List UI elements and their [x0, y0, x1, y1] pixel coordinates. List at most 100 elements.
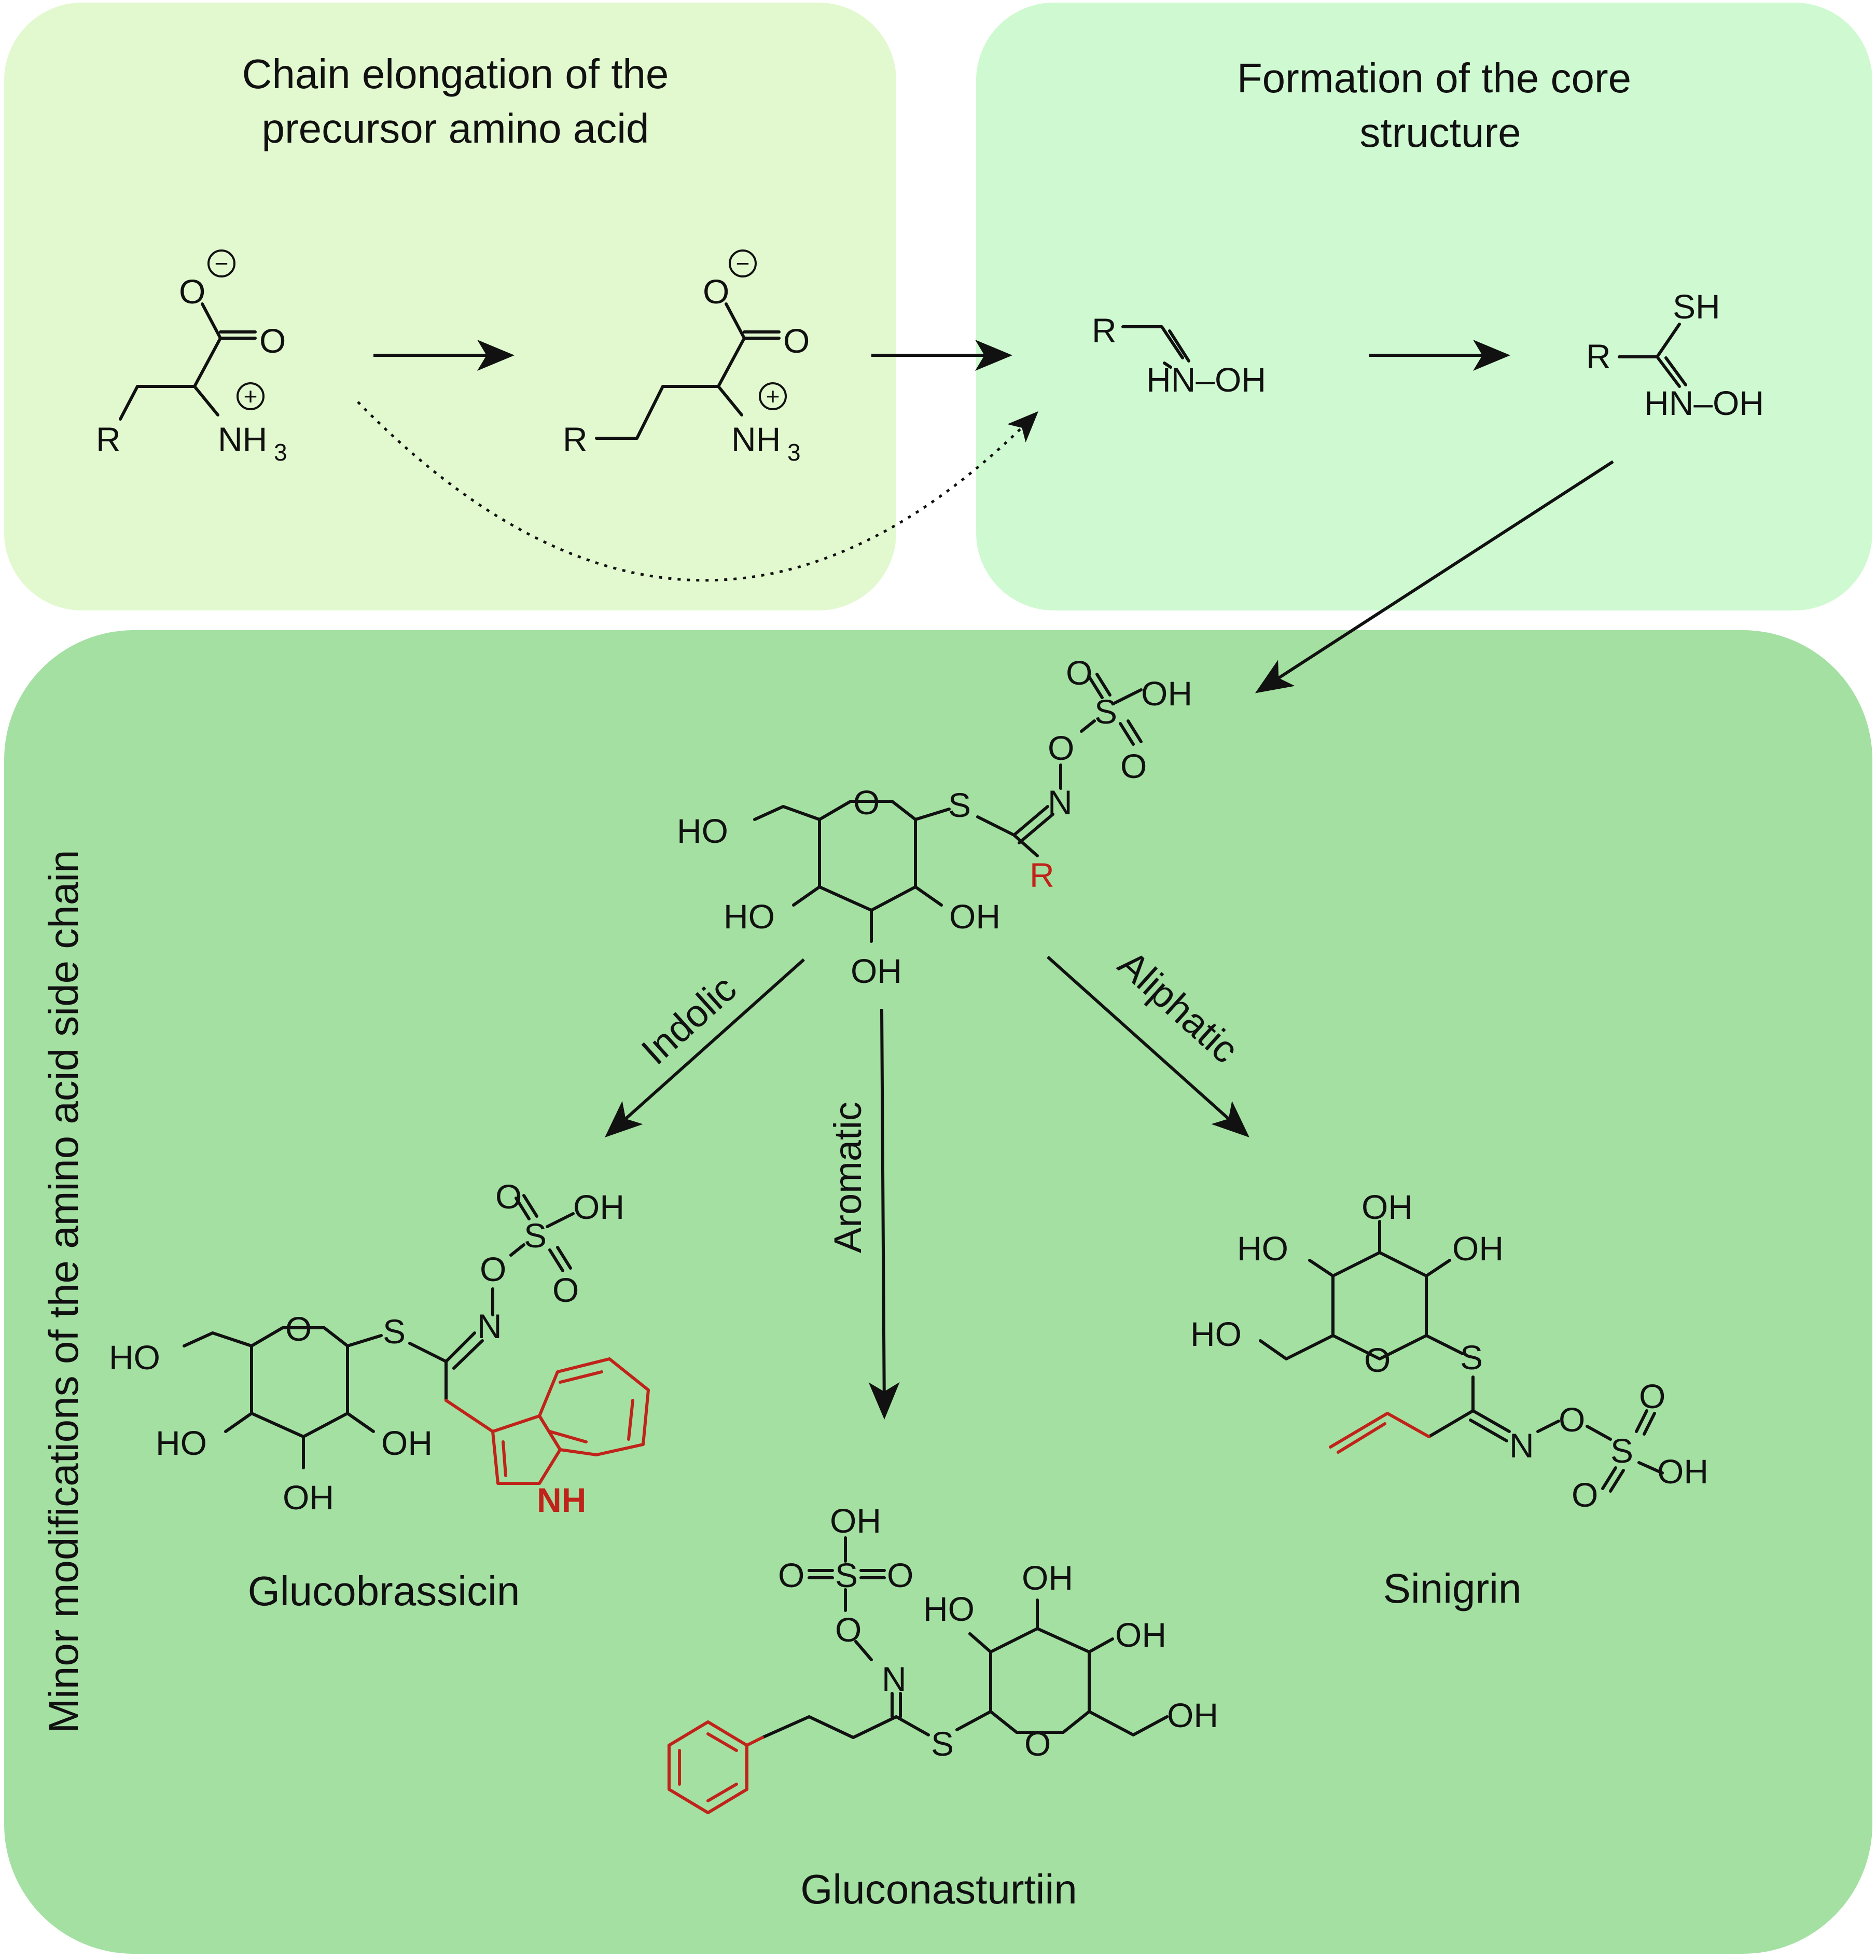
atom-S: S — [524, 1216, 547, 1255]
atom-N: N — [477, 1307, 502, 1345]
gluconasturtiin-structure: OH O S O O N S O HO OH OH OH — [668, 1502, 1218, 1814]
atom-OH: OH — [1141, 674, 1192, 713]
charge-minus-icon: − — [215, 250, 229, 277]
panel-title-core-structure-2: structure — [1359, 109, 1521, 156]
atom-O: O — [1364, 1341, 1391, 1379]
core-glucosinolate: O S N O S O OH O R HO HO OH OH — [677, 654, 1192, 990]
atom-OH: OH — [1022, 1559, 1073, 1597]
atom-S: S — [1610, 1431, 1633, 1470]
atom-NH3: NH — [731, 420, 781, 458]
atom-OH: OH — [1452, 1229, 1504, 1268]
panel-core-structure — [976, 3, 1872, 610]
panel-title-chain-elongation-2: precursor amino acid — [262, 105, 649, 151]
panel-chain-elongation — [4, 3, 896, 610]
arrow-to-core-glucosinolate — [1255, 460, 1614, 693]
atom-HO: HO — [109, 1338, 160, 1377]
compound-name-glucobrassicin: Glucobrassicin — [248, 1568, 520, 1614]
atom-OH: OH — [1657, 1452, 1708, 1491]
atom-R-side-chain: R — [1030, 856, 1054, 894]
atom-OH: OH — [1361, 1188, 1413, 1226]
atom-O: O — [783, 322, 810, 360]
aldoxime: R HN–OH — [1092, 311, 1266, 399]
atom-OH: OH — [381, 1424, 433, 1462]
panel-title-core-structure-1: Formation of the core — [1237, 55, 1631, 101]
arrow-indolic — [605, 958, 805, 1137]
atom-OH: OH — [949, 897, 1000, 936]
atom-HO: HO — [923, 1590, 975, 1628]
atom-O: O — [1066, 654, 1092, 692]
atom-R: R — [96, 420, 121, 458]
atom-HN-OH: HN–OH — [1644, 384, 1764, 422]
atom-subscript-3: 3 — [274, 439, 287, 466]
atom-OH: OH — [830, 1502, 881, 1540]
elongated-amino-acid: R O O NH 3 − + — [563, 249, 810, 466]
atom-N: N — [1048, 783, 1073, 822]
charge-minus-circle — [729, 249, 757, 277]
atom-HO: HO — [156, 1424, 207, 1462]
atom-OH: OH — [1167, 1696, 1218, 1734]
atom-O: O — [853, 783, 880, 822]
charge-minus-circle — [207, 249, 235, 277]
glucobrassicin-structure: O S N O S O OH O HO HO OH OH NH — [109, 1177, 650, 1519]
panel-title-chain-elongation-1: Chain elongation of the — [242, 51, 669, 97]
charge-plus-circle — [759, 382, 787, 410]
atom-OH: OH — [851, 952, 902, 990]
compound-name-sinigrin: Sinigrin — [1383, 1565, 1522, 1611]
charge-plus-icon: + — [244, 383, 258, 410]
atom-subscript-3: 3 — [787, 439, 801, 466]
atom-S: S — [931, 1725, 954, 1763]
atom-N: N — [882, 1660, 907, 1698]
atom-S: S — [1094, 692, 1117, 731]
atom-HO: HO — [724, 897, 775, 936]
arrow-aliphatic — [1046, 955, 1249, 1138]
atom-O: O — [835, 1610, 861, 1649]
atom-O: O — [179, 272, 205, 311]
atom-R: R — [1586, 337, 1611, 376]
arrow-aromatic — [868, 1008, 900, 1420]
atom-NH-indole: NH — [537, 1481, 586, 1519]
atom-O: O — [703, 272, 729, 311]
atom-OH: OH — [573, 1188, 624, 1226]
atom-O: O — [1024, 1725, 1051, 1763]
atom-SH: SH — [1673, 287, 1720, 326]
atom-O: O — [1572, 1476, 1598, 1514]
atom-N: N — [1509, 1426, 1534, 1465]
atom-O: O — [1048, 729, 1074, 767]
branch-label-aromatic: Aromatic — [826, 1102, 869, 1253]
atom-O: O — [259, 322, 286, 360]
sinigrin-structure: OH HO OH HO O S N O S O OH O — [1190, 1188, 1708, 1514]
precursor-amino-acid: R O O NH 3 − + — [96, 249, 287, 466]
panel-title-side-chain: Minor modifications of the amino acid si… — [40, 850, 87, 1733]
compound-name-gluconasturtiin: Gluconasturtiin — [800, 1866, 1077, 1912]
atom-HO: HO — [1190, 1315, 1242, 1353]
atom-NH3: NH — [218, 420, 267, 458]
atom-S: S — [948, 786, 971, 824]
charge-plus-icon: + — [766, 383, 780, 410]
atom-HN-OH: HN–OH — [1146, 360, 1266, 399]
atom-O-eq: O — [778, 1556, 804, 1594]
charge-plus-circle — [237, 382, 265, 410]
thiohydroximic-acid: R SH HN–OH — [1586, 287, 1764, 422]
atom-OH: OH — [283, 1478, 334, 1517]
atom-HO: HO — [677, 812, 728, 850]
atom-S: S — [383, 1312, 406, 1351]
arrow-direct-dotted — [357, 401, 1039, 582]
charge-minus-icon: − — [736, 250, 750, 277]
atom-O: O — [1120, 747, 1147, 785]
atom-R: R — [1092, 311, 1117, 350]
atom-OH: OH — [1115, 1616, 1166, 1654]
atom-S: S — [1460, 1338, 1483, 1377]
atom-O: O — [1639, 1377, 1665, 1415]
atom-O: O — [495, 1177, 522, 1216]
atom-O-eq: O — [887, 1556, 913, 1594]
atom-R: R — [563, 420, 588, 458]
atom-HO: HO — [1237, 1229, 1288, 1268]
panel-side-chain — [4, 630, 1872, 1954]
atom-O: O — [285, 1310, 312, 1348]
atom-O: O — [1559, 1400, 1585, 1439]
atom-O: O — [480, 1250, 506, 1288]
atom-S: S — [835, 1556, 858, 1594]
atom-O: O — [552, 1271, 579, 1309]
